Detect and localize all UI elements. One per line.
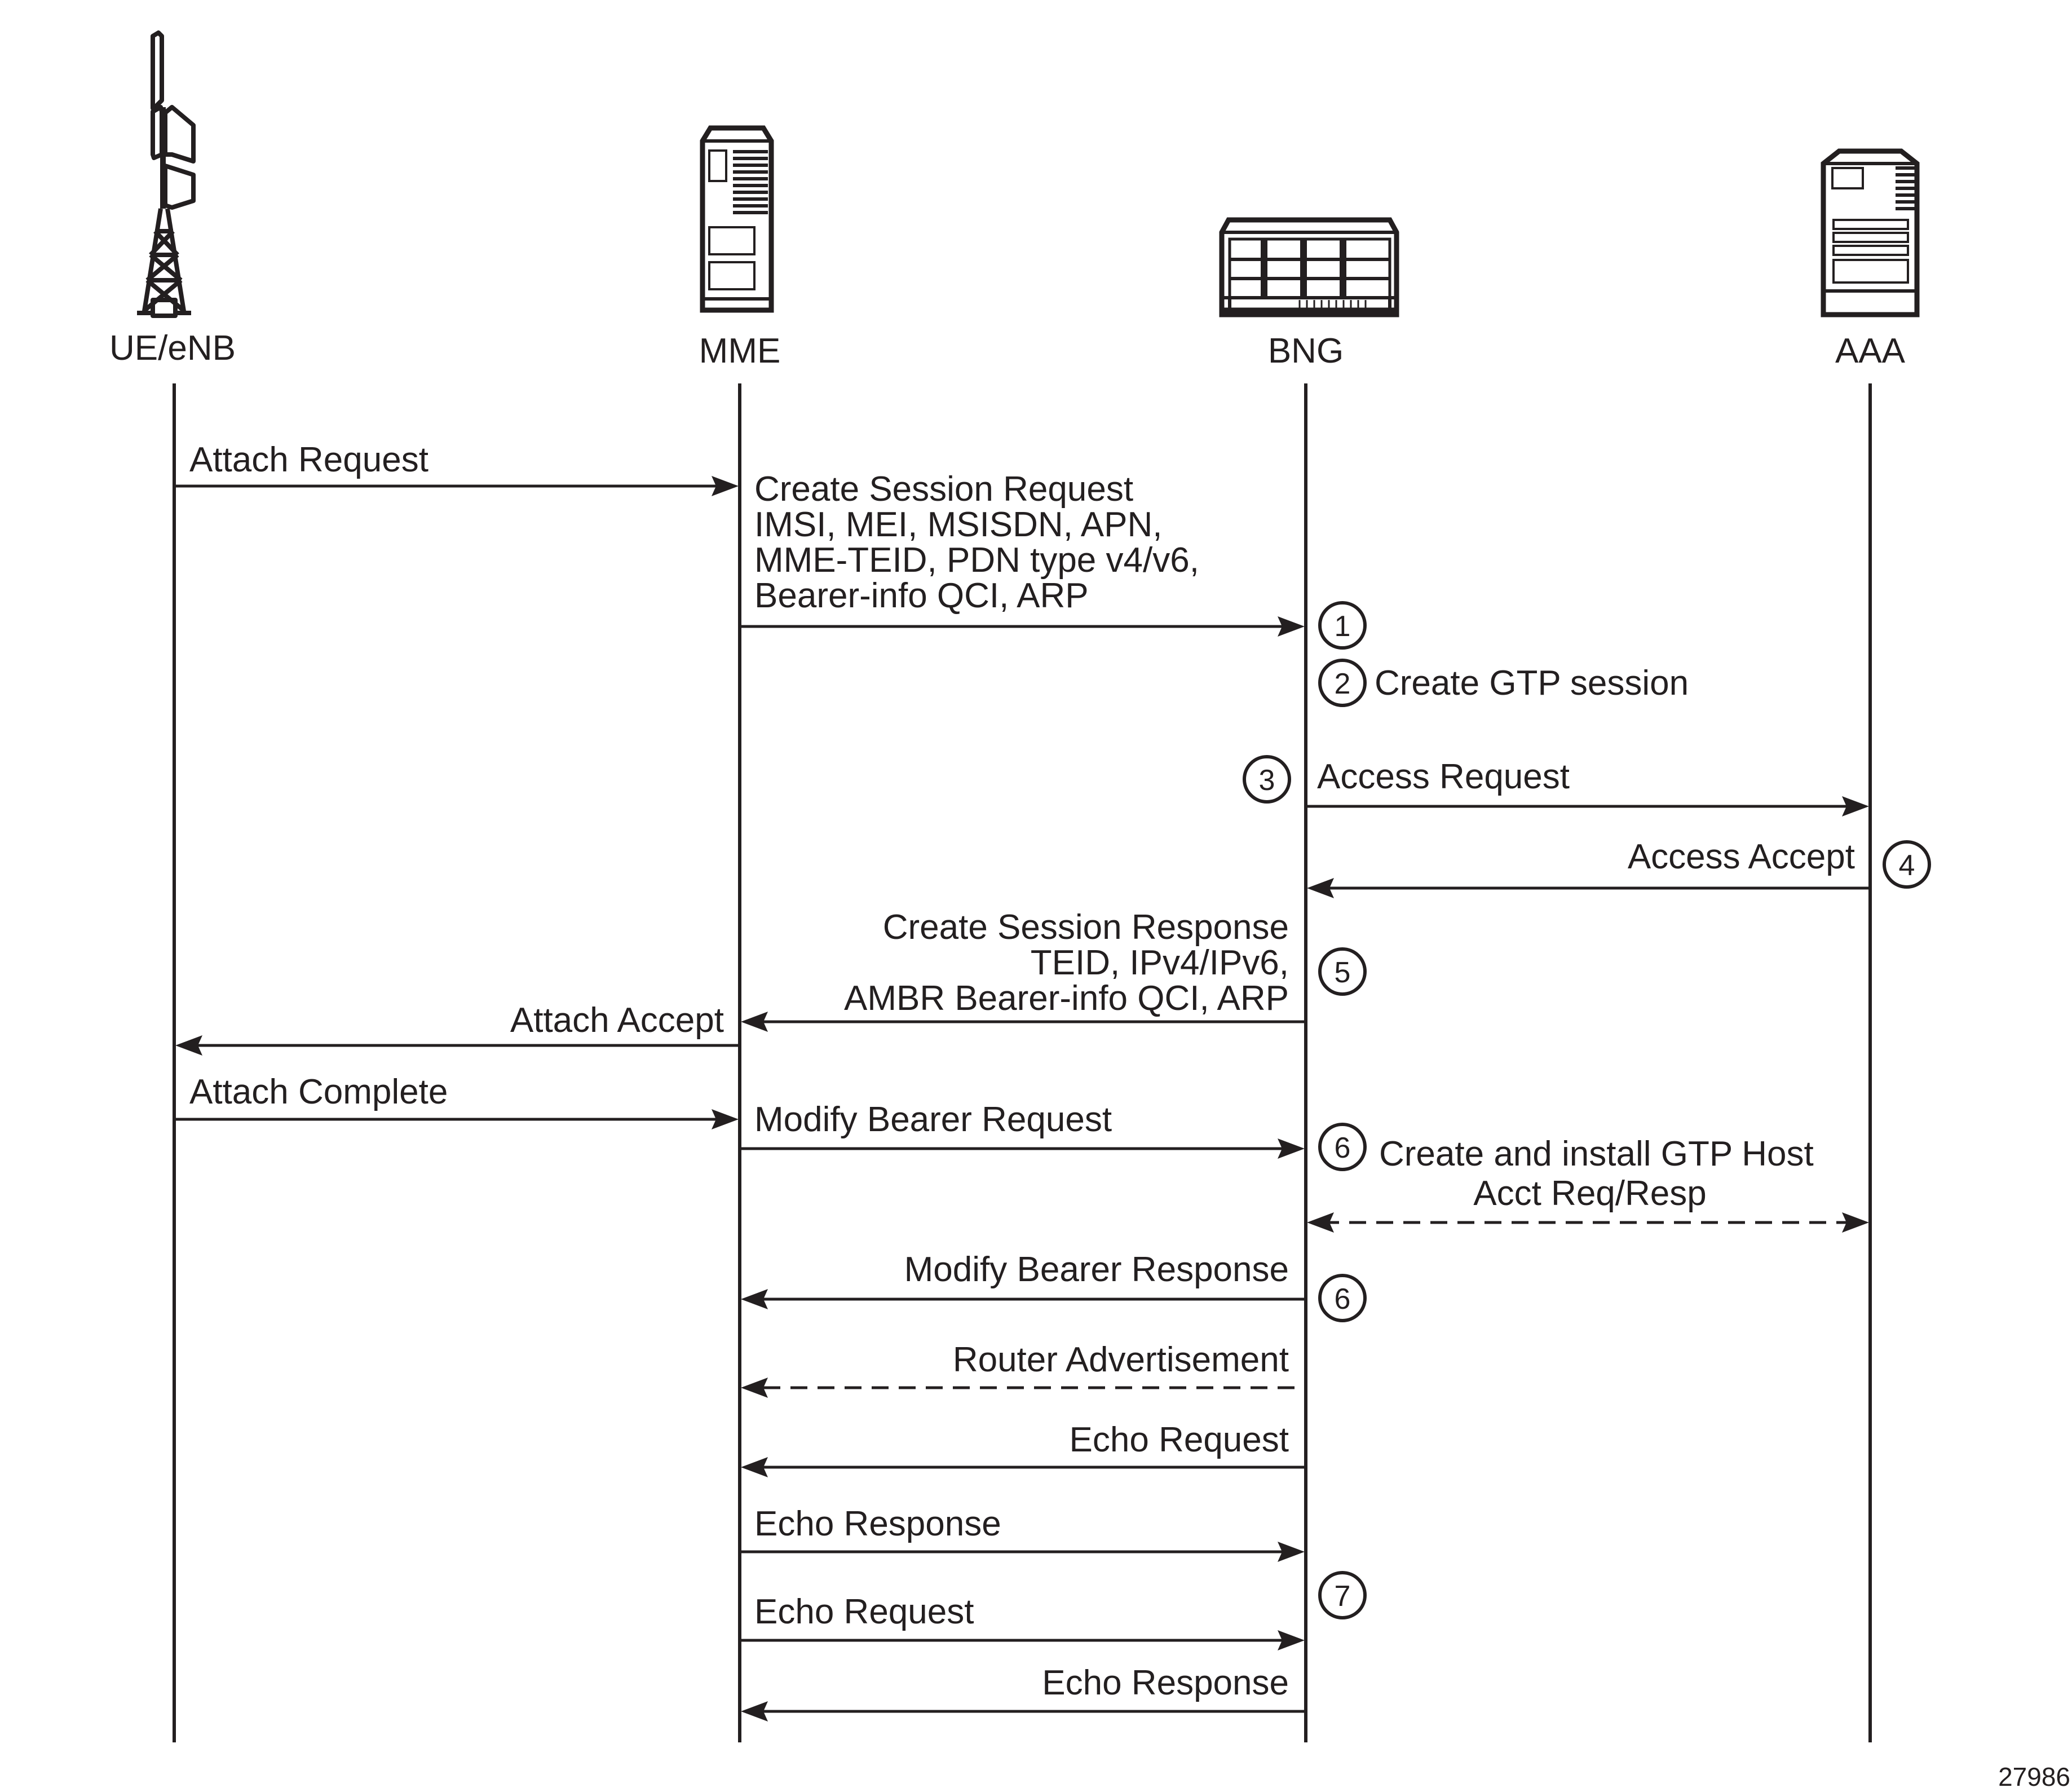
arrowhead: [741, 1012, 768, 1032]
message-label: Access Accept: [1628, 837, 1855, 876]
arrowhead: [175, 1035, 202, 1056]
message-access-accept: Access Accept: [1307, 837, 1870, 898]
message-acct-req-resp: Acct Req/Resp: [1307, 1174, 1869, 1233]
step-marker-6a: 6 Create and install GTP Host: [1318, 1123, 1814, 1173]
message-label-line: MME-TEID, PDN type v4/v6,: [754, 541, 1199, 580]
step-description: Create and install GTP Host: [1379, 1135, 1814, 1173]
participant-label-aaa: AAA: [1835, 332, 1906, 370]
participant-label-ue: UE/eNB: [109, 329, 236, 368]
message-label: Echo Request: [1070, 1420, 1289, 1459]
message-create-session-request: Create Session Request IMSI, MEI, MSISDN…: [740, 470, 1305, 637]
arrowhead: [1278, 1630, 1305, 1650]
step-number: 2: [1335, 668, 1351, 700]
message-attach-complete: Attach Complete: [174, 1072, 739, 1129]
message-modify-bearer-response: Modify Bearer Response: [741, 1250, 1306, 1309]
arrowhead: [1278, 1542, 1305, 1562]
step-marker-4: 4: [1883, 840, 1931, 889]
message-echo-response-1: Echo Response: [740, 1504, 1305, 1562]
message-access-request: Access Request: [1306, 757, 1869, 816]
arrowhead: [741, 1701, 768, 1722]
step-number: 3: [1259, 764, 1275, 797]
message-echo-request-2: Echo Request: [740, 1592, 1305, 1650]
message-label-line: IMSI, MEI, MSISDN, APN,: [754, 505, 1162, 544]
participant-label-mme: MME: [699, 332, 781, 370]
step-description: Create GTP session: [1375, 664, 1689, 703]
arrowhead-left: [1307, 1212, 1334, 1233]
step-marker-5: 5: [1318, 947, 1367, 996]
arrowhead: [1278, 1138, 1305, 1159]
message-label: Echo Response: [1042, 1663, 1289, 1702]
message-attach-accept: Attach Accept: [175, 1001, 740, 1056]
step-marker-1: 1: [1318, 601, 1367, 650]
arrowhead: [1842, 796, 1869, 816]
message-echo-request-1: Echo Request: [741, 1420, 1306, 1477]
message-label-line: Create Session Request: [754, 470, 1133, 509]
message-label-line: Create Session Response: [883, 908, 1289, 947]
message-echo-response-2: Echo Response: [741, 1663, 1306, 1722]
arrowhead: [712, 1109, 739, 1129]
step-marker-3: 3: [1243, 755, 1291, 804]
message-label: Modify Bearer Request: [754, 1100, 1112, 1139]
message-label-line: Bearer-info QCI, ARP: [754, 576, 1089, 615]
step-marker-2: 2 Create GTP session: [1318, 659, 1689, 707]
message-label-line: AMBR Bearer-info QCI, ARP: [844, 979, 1289, 1018]
arrowhead: [741, 1457, 768, 1477]
message-label: Attach Request: [189, 440, 428, 479]
figure-id: 27986: [1998, 1762, 2070, 1791]
message-label-line: TEID, IPv4/IPv6,: [1031, 943, 1289, 982]
step-number: 1: [1335, 610, 1351, 643]
server-tower-icon: [700, 125, 774, 313]
arrowhead-right: [1842, 1212, 1869, 1233]
message-label: Attach Complete: [189, 1072, 448, 1111]
participant-label-bng: BNG: [1268, 332, 1344, 370]
step-marker-7: 7: [1318, 1571, 1367, 1619]
arrowhead: [1307, 878, 1334, 898]
message-label: Router Advertisement: [953, 1340, 1289, 1379]
message-label: Echo Response: [754, 1504, 1001, 1543]
cell-tower-icon: [137, 30, 196, 318]
message-label: Access Request: [1317, 757, 1570, 796]
arrowhead: [741, 1289, 768, 1309]
router-chassis-icon: [1219, 217, 1399, 317]
message-router-advertisement: Router Advertisement: [741, 1340, 1295, 1398]
message-create-session-response: Create Session Response TEID, IPv4/IPv6,…: [741, 908, 1306, 1032]
step-marker-6b: 6: [1318, 1274, 1367, 1322]
step-number: 6: [1335, 1283, 1351, 1316]
server-icon: [1821, 148, 1920, 317]
message-attach-request: Attach Request: [174, 440, 739, 496]
message-label: Echo Request: [754, 1592, 974, 1631]
step-number: 4: [1899, 849, 1915, 882]
arrowhead: [741, 1378, 768, 1398]
message-modify-bearer-request: Modify Bearer Request: [740, 1100, 1305, 1159]
arrowhead: [1278, 616, 1305, 637]
message-label: Modify Bearer Response: [904, 1250, 1289, 1289]
step-number: 7: [1335, 1580, 1351, 1613]
step-number: 6: [1335, 1132, 1351, 1164]
message-label: Attach Accept: [510, 1001, 724, 1040]
message-label: Acct Req/Resp: [1473, 1174, 1707, 1213]
arrowhead: [712, 476, 739, 496]
step-number: 5: [1335, 956, 1351, 989]
